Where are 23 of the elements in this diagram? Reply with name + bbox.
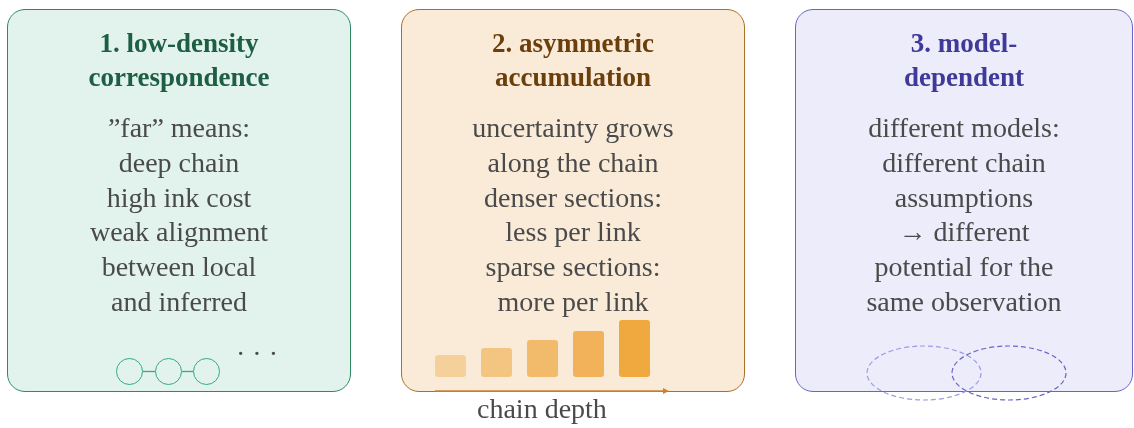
card-text: high ink cost [105, 180, 253, 215]
card-heading: 2. asymmetric accumulation [491, 27, 655, 94]
card-text: potential for the same observation [865, 250, 1063, 319]
card-text: → different [897, 215, 1031, 250]
card-text: between local and inferred [100, 250, 258, 319]
card-text: denser sections: [482, 180, 664, 215]
card-text: ”far” means: [106, 111, 252, 145]
card-text: different chain assumptions [881, 145, 1047, 215]
connector-line [181, 370, 194, 373]
card-heading: 3. model-dependent [903, 27, 1025, 94]
ellipsis-dots: · · · [236, 338, 278, 370]
info-card [7, 9, 351, 392]
info-card [795, 9, 1133, 392]
card-text: weak alignment [88, 215, 270, 250]
card-text: more per link [496, 285, 650, 319]
card-heading: 1. low-density correspondence [87, 27, 271, 94]
card-text: sparse sections: [484, 250, 662, 285]
axis-label: chain depth [477, 393, 607, 425]
card-text: deep chain [117, 145, 241, 180]
card-text: less per link [504, 215, 642, 250]
info-card [401, 9, 745, 392]
connector-line [142, 370, 156, 373]
card-text: different models: [867, 111, 1061, 145]
